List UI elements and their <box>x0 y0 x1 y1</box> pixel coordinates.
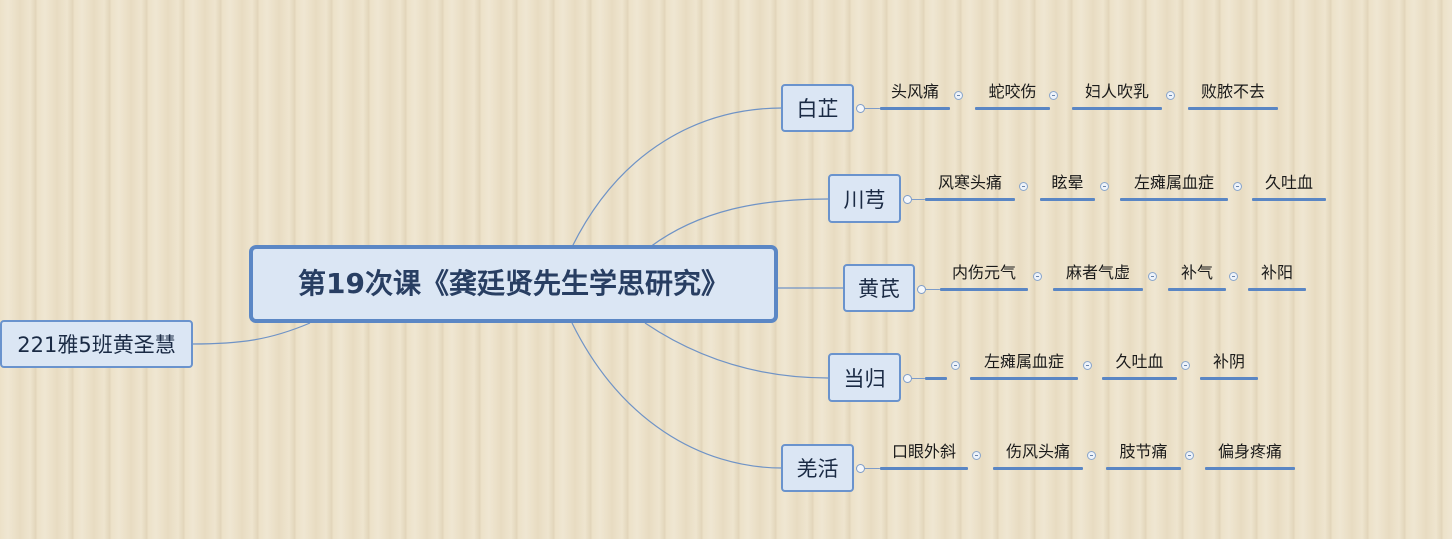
leaf-topic[interactable]: 久吐血 <box>1115 352 1164 371</box>
leaf-topic[interactable]: 蛇咬伤 <box>988 82 1037 101</box>
collapse-toggle-icon[interactable]: ⊖ <box>1185 451 1194 460</box>
collapse-minus <box>1184 365 1187 366</box>
leaf-topic[interactable]: 风寒头痛 <box>937 173 1002 192</box>
leaf-underline <box>1053 288 1143 291</box>
leaf-underline <box>993 467 1083 470</box>
leaf-underline <box>880 467 968 470</box>
branch-topic-4[interactable]: 当归 <box>828 353 901 402</box>
collapse-minus <box>1169 95 1172 96</box>
leaf-underline <box>1072 107 1162 110</box>
collapse-minus <box>1036 276 1039 277</box>
collapse-toggle-icon[interactable]: ⊖ <box>1033 272 1042 281</box>
link-central-qianghuo <box>571 322 783 469</box>
collapse-minus <box>954 365 957 366</box>
collapse-toggle-icon[interactable]: ⊖ <box>954 91 963 100</box>
leaf-topic[interactable]: 左瘫属血症 <box>983 352 1064 371</box>
collapse-minus <box>1188 455 1191 456</box>
branch-topic-5[interactable]: 羌活 <box>781 444 854 492</box>
leaf-topic[interactable]: 内伤元气 <box>951 263 1016 282</box>
leaf-underline <box>880 107 950 110</box>
collapse-minus <box>1151 276 1154 277</box>
collapse-toggle-icon[interactable]: ⊖ <box>1087 451 1096 460</box>
leaf-topic[interactable]: 口眼外斜 <box>891 442 956 461</box>
link-central-baizhi <box>571 107 783 248</box>
leaf-underline <box>925 198 1015 201</box>
collapse-toggle-icon[interactable]: ⊖ <box>1019 182 1028 191</box>
leaf-underline <box>1102 377 1177 380</box>
collapse-minus <box>1022 186 1025 187</box>
leaf-topic[interactable]: 偏身疼痛 <box>1217 442 1282 461</box>
leaf-underline <box>1252 198 1326 201</box>
leaf-topic[interactable]: 肢节痛 <box>1119 442 1168 461</box>
leaf-underline <box>970 377 1078 380</box>
collapse-minus <box>1052 95 1055 96</box>
leaf-topic[interactable]: 补阴 <box>1212 352 1245 371</box>
branch-topic-3[interactable]: 黄芪 <box>843 264 915 312</box>
collapse-toggle-icon[interactable]: ⊖ <box>1083 361 1092 370</box>
collapse-toggle-icon[interactable]: ⊖ <box>972 451 981 460</box>
leaf-topic[interactable]: 左瘫属血症 <box>1133 173 1214 192</box>
collapse-toggle-icon[interactable]: ⊖ <box>1166 91 1175 100</box>
collapse-minus <box>1090 455 1093 456</box>
leaf-underline <box>1200 377 1258 380</box>
leaf-topic[interactable]: 麻者气虚 <box>1065 263 1130 282</box>
leaf-underline <box>1188 107 1278 110</box>
connector-lines <box>191 107 843 469</box>
leaf-row-line <box>911 378 925 379</box>
leaf-topic[interactable]: 伤风头痛 <box>1005 442 1070 461</box>
leaf-underline <box>1040 198 1095 201</box>
leaf-underline <box>1106 467 1181 470</box>
collapse-toggle-icon[interactable]: ⊖ <box>1049 91 1058 100</box>
collapse-minus <box>1103 186 1106 187</box>
collapse-toggle-icon[interactable]: ⊖ <box>1181 361 1190 370</box>
leaf-row-line <box>864 468 880 469</box>
leaf-topic[interactable]: 败脓不去 <box>1200 82 1265 101</box>
collapse-minus <box>975 455 978 456</box>
leaf-underline <box>940 288 1028 291</box>
link-central-danggui <box>644 322 829 379</box>
author-topic[interactable]: 221雅5班黄圣慧 <box>0 320 193 368</box>
collapse-toggle-icon[interactable]: ⊖ <box>1229 272 1238 281</box>
leaf-topic[interactable]: 妇人吹乳 <box>1084 82 1149 101</box>
leaf-topic[interactable]: 头风痛 <box>890 82 939 101</box>
leaf-topic[interactable]: 眩晕 <box>1051 173 1084 192</box>
leaf-underline <box>1120 198 1228 201</box>
collapse-toggle-icon[interactable]: ⊖ <box>1233 182 1242 191</box>
branch-topic-1[interactable]: 白芷 <box>781 84 854 132</box>
leaf-underline <box>1168 288 1226 291</box>
collapse-minus <box>1232 276 1235 277</box>
collapse-minus <box>957 95 960 96</box>
leaf-topic[interactable]: 补气 <box>1180 263 1213 282</box>
leaf-row-line <box>864 108 880 109</box>
leaf-underline <box>975 107 1050 110</box>
leaf-topic[interactable]: 补阳 <box>1260 263 1293 282</box>
leaf-row-line <box>925 289 940 290</box>
collapse-toggle-icon[interactable]: ⊖ <box>951 361 960 370</box>
collapse-toggle-icon[interactable]: ⊖ <box>1148 272 1157 281</box>
collapse-minus <box>1236 186 1239 187</box>
leaf-underline <box>925 377 947 380</box>
collapse-toggle-icon[interactable]: ⊖ <box>1100 182 1109 191</box>
leaf-underline <box>1248 288 1306 291</box>
central-topic[interactable]: 第19次课《龚廷贤先生学思研究》 <box>249 245 778 323</box>
leaf-topic[interactable]: 久吐血 <box>1264 173 1313 192</box>
link-central-chuanxiong <box>649 198 829 248</box>
link-central-author <box>191 322 311 345</box>
collapse-minus <box>1086 365 1089 366</box>
branch-topic-2[interactable]: 川芎 <box>828 174 901 223</box>
leaf-underline <box>1205 467 1295 470</box>
leaf-row-line <box>911 199 925 200</box>
